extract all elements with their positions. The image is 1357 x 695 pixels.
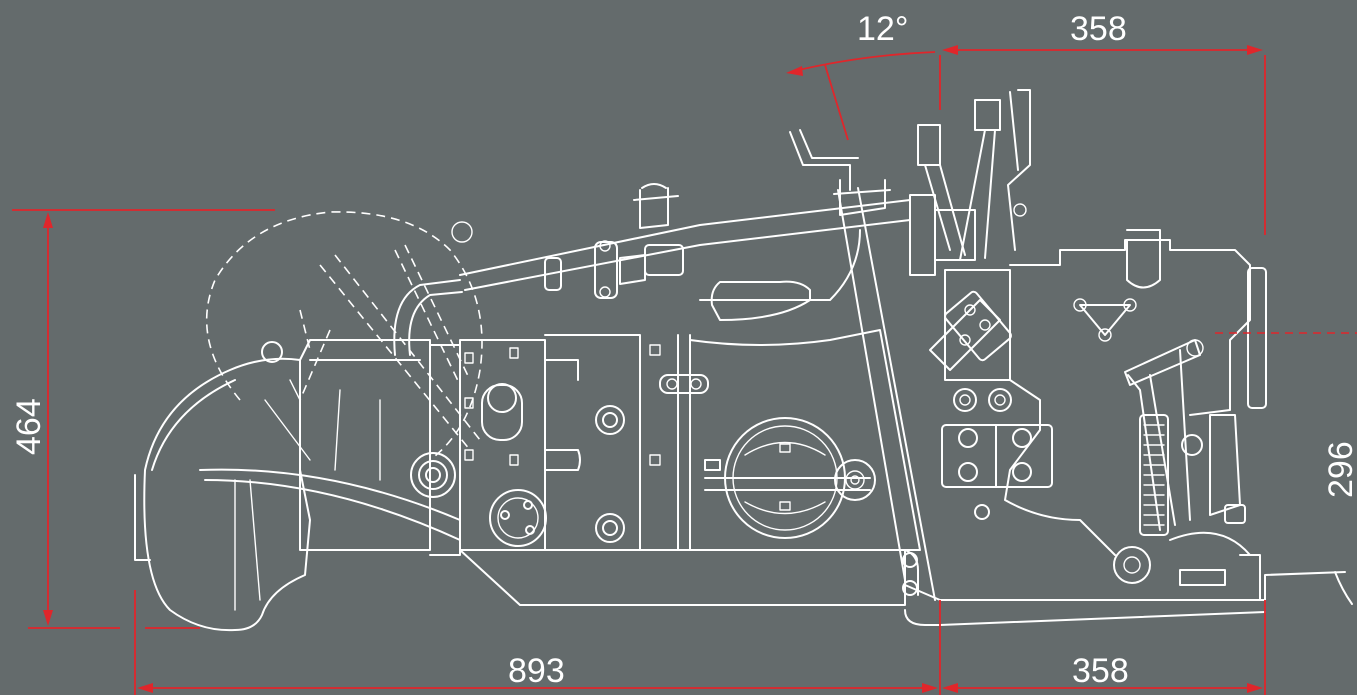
angle-label: 12° — [857, 10, 908, 48]
spring-coils — [1143, 424, 1165, 526]
left-height-label: 464 — [10, 398, 48, 455]
bottom-right-length-label: 358 — [1072, 652, 1129, 690]
bottom-left-length-label: 893 — [508, 652, 565, 690]
dashed-open-hood — [205, 211, 483, 461]
top-length-label: 358 — [1070, 10, 1127, 48]
right-height-label: 296 — [1322, 441, 1357, 498]
dimension-lines — [12, 45, 1357, 695]
